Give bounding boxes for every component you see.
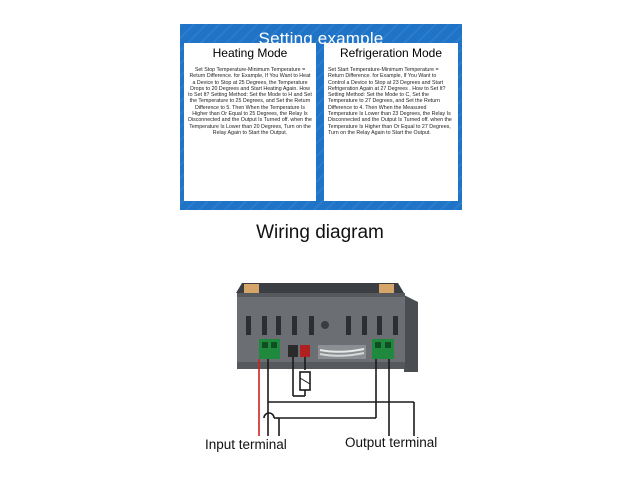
heating-mode-text: Set Stop Temperature-Minimum Temperature… <box>188 67 312 136</box>
refrigeration-mode-card: Refrigeration Mode Set Start Temperature… <box>324 43 458 201</box>
wiring-diagram-title: Wiring diagram <box>256 222 384 243</box>
controller-top-edge <box>236 283 404 293</box>
refrigeration-mode-text: Set Start Temperature-Minimum Temperatur… <box>328 67 452 136</box>
controller-side <box>404 295 418 372</box>
mounting-screw <box>321 321 329 329</box>
front-bezel-tab-right <box>379 284 394 294</box>
refrigeration-mode-title: Refrigeration Mode <box>339 46 443 60</box>
controller-top-shadow <box>237 293 405 297</box>
wires <box>263 357 415 436</box>
controller-bottom-shadow <box>237 362 405 369</box>
heating-mode-title: Heating Mode <box>212 46 288 60</box>
input-terminal-label: Input terminal <box>205 437 287 452</box>
output-terminal-label: Output terminal <box>345 435 438 450</box>
vent-slots <box>246 316 398 335</box>
sensor-terminal-1 <box>288 345 298 357</box>
sensor-symbol <box>299 377 311 385</box>
heating-mode-card: Heating Mode Set Stop Temperature-Minimu… <box>184 43 316 201</box>
front-bezel-tab-left <box>244 284 259 294</box>
sensor-terminal-2 <box>300 345 310 357</box>
